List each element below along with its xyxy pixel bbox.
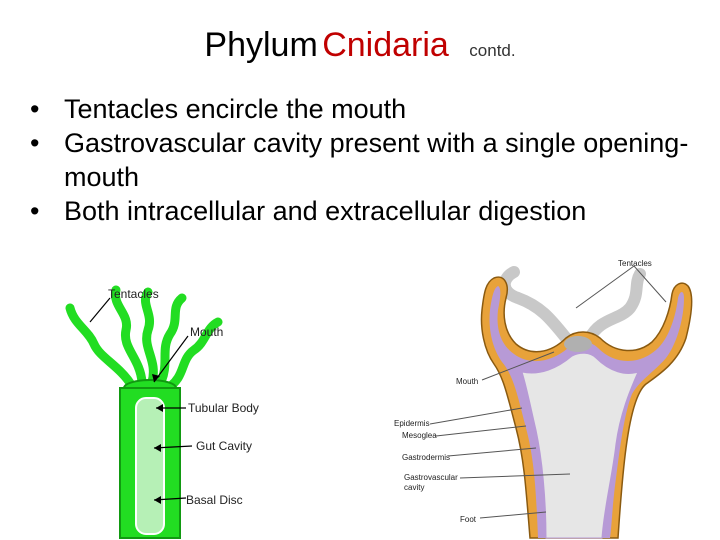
label-lines [429,265,667,519]
bullet-glyph: • [30,128,40,158]
bullet-glyph: • [30,196,40,226]
gut-cavity [135,397,165,535]
hydra-simple-diagram: Tentacles Mouth Tubular Body Gut Cavity … [65,285,259,539]
bullet-item: • Both intracellular and extracellular di… [30,194,690,228]
label-tentacles: Tentacles [108,287,159,301]
title-suffix: contd. [469,41,516,60]
label-gut-cavity: Gut Cavity [196,439,252,453]
gastrovascular-cavity [521,352,639,539]
bullet-item: • Tentacles encircle the mouth [30,92,690,126]
tentacle [584,268,646,344]
slide-title: Phylum Cnidaria contd. [0,26,720,65]
label-foot: Foot [460,515,477,524]
label-mouth: Mouth [190,325,223,339]
grey-tentacles [498,266,646,344]
bullet-text: Both intracellular and extracellular dig… [64,196,587,226]
hydra-section-diagram: Tentacles Mouth Epidermis Mesoglea Gastr… [394,259,693,539]
label-tubular-body: Tubular Body [188,401,259,415]
tentacle [65,303,137,391]
label-epidermis: Epidermis [394,419,430,428]
bullet-list: • Tentacles encircle the mouth • Gastrovas… [30,92,690,228]
bullet-text: Tentacles encircle the mouth [64,94,407,124]
tentacle-group [65,285,223,393]
label-mesoglea: Mesoglea [402,431,437,440]
label-gastrodermis: Gastrodermis [402,453,450,462]
label-tentacles: Tentacles [618,259,652,268]
label-basal-disc: Basal Disc [186,493,243,507]
tentacle [110,285,147,387]
title-prefix: Phylum [204,26,318,64]
tentacle [498,266,572,344]
hypostome [564,336,592,352]
label-mouth: Mouth [456,377,478,386]
label-cavity: cavity [404,483,424,492]
label-gastrovascular: Gastrovascular [404,473,458,482]
bullet-item: • Gastrovascular cavity present with a si… [30,126,690,194]
tentacle [163,317,223,393]
bullet-text: Gastrovascular cavity present with a sin… [64,128,689,192]
title-accent: Cnidaria [322,26,449,64]
bullet-glyph: • [30,94,40,124]
arrowheads [152,374,163,504]
tentacle [140,287,158,387]
